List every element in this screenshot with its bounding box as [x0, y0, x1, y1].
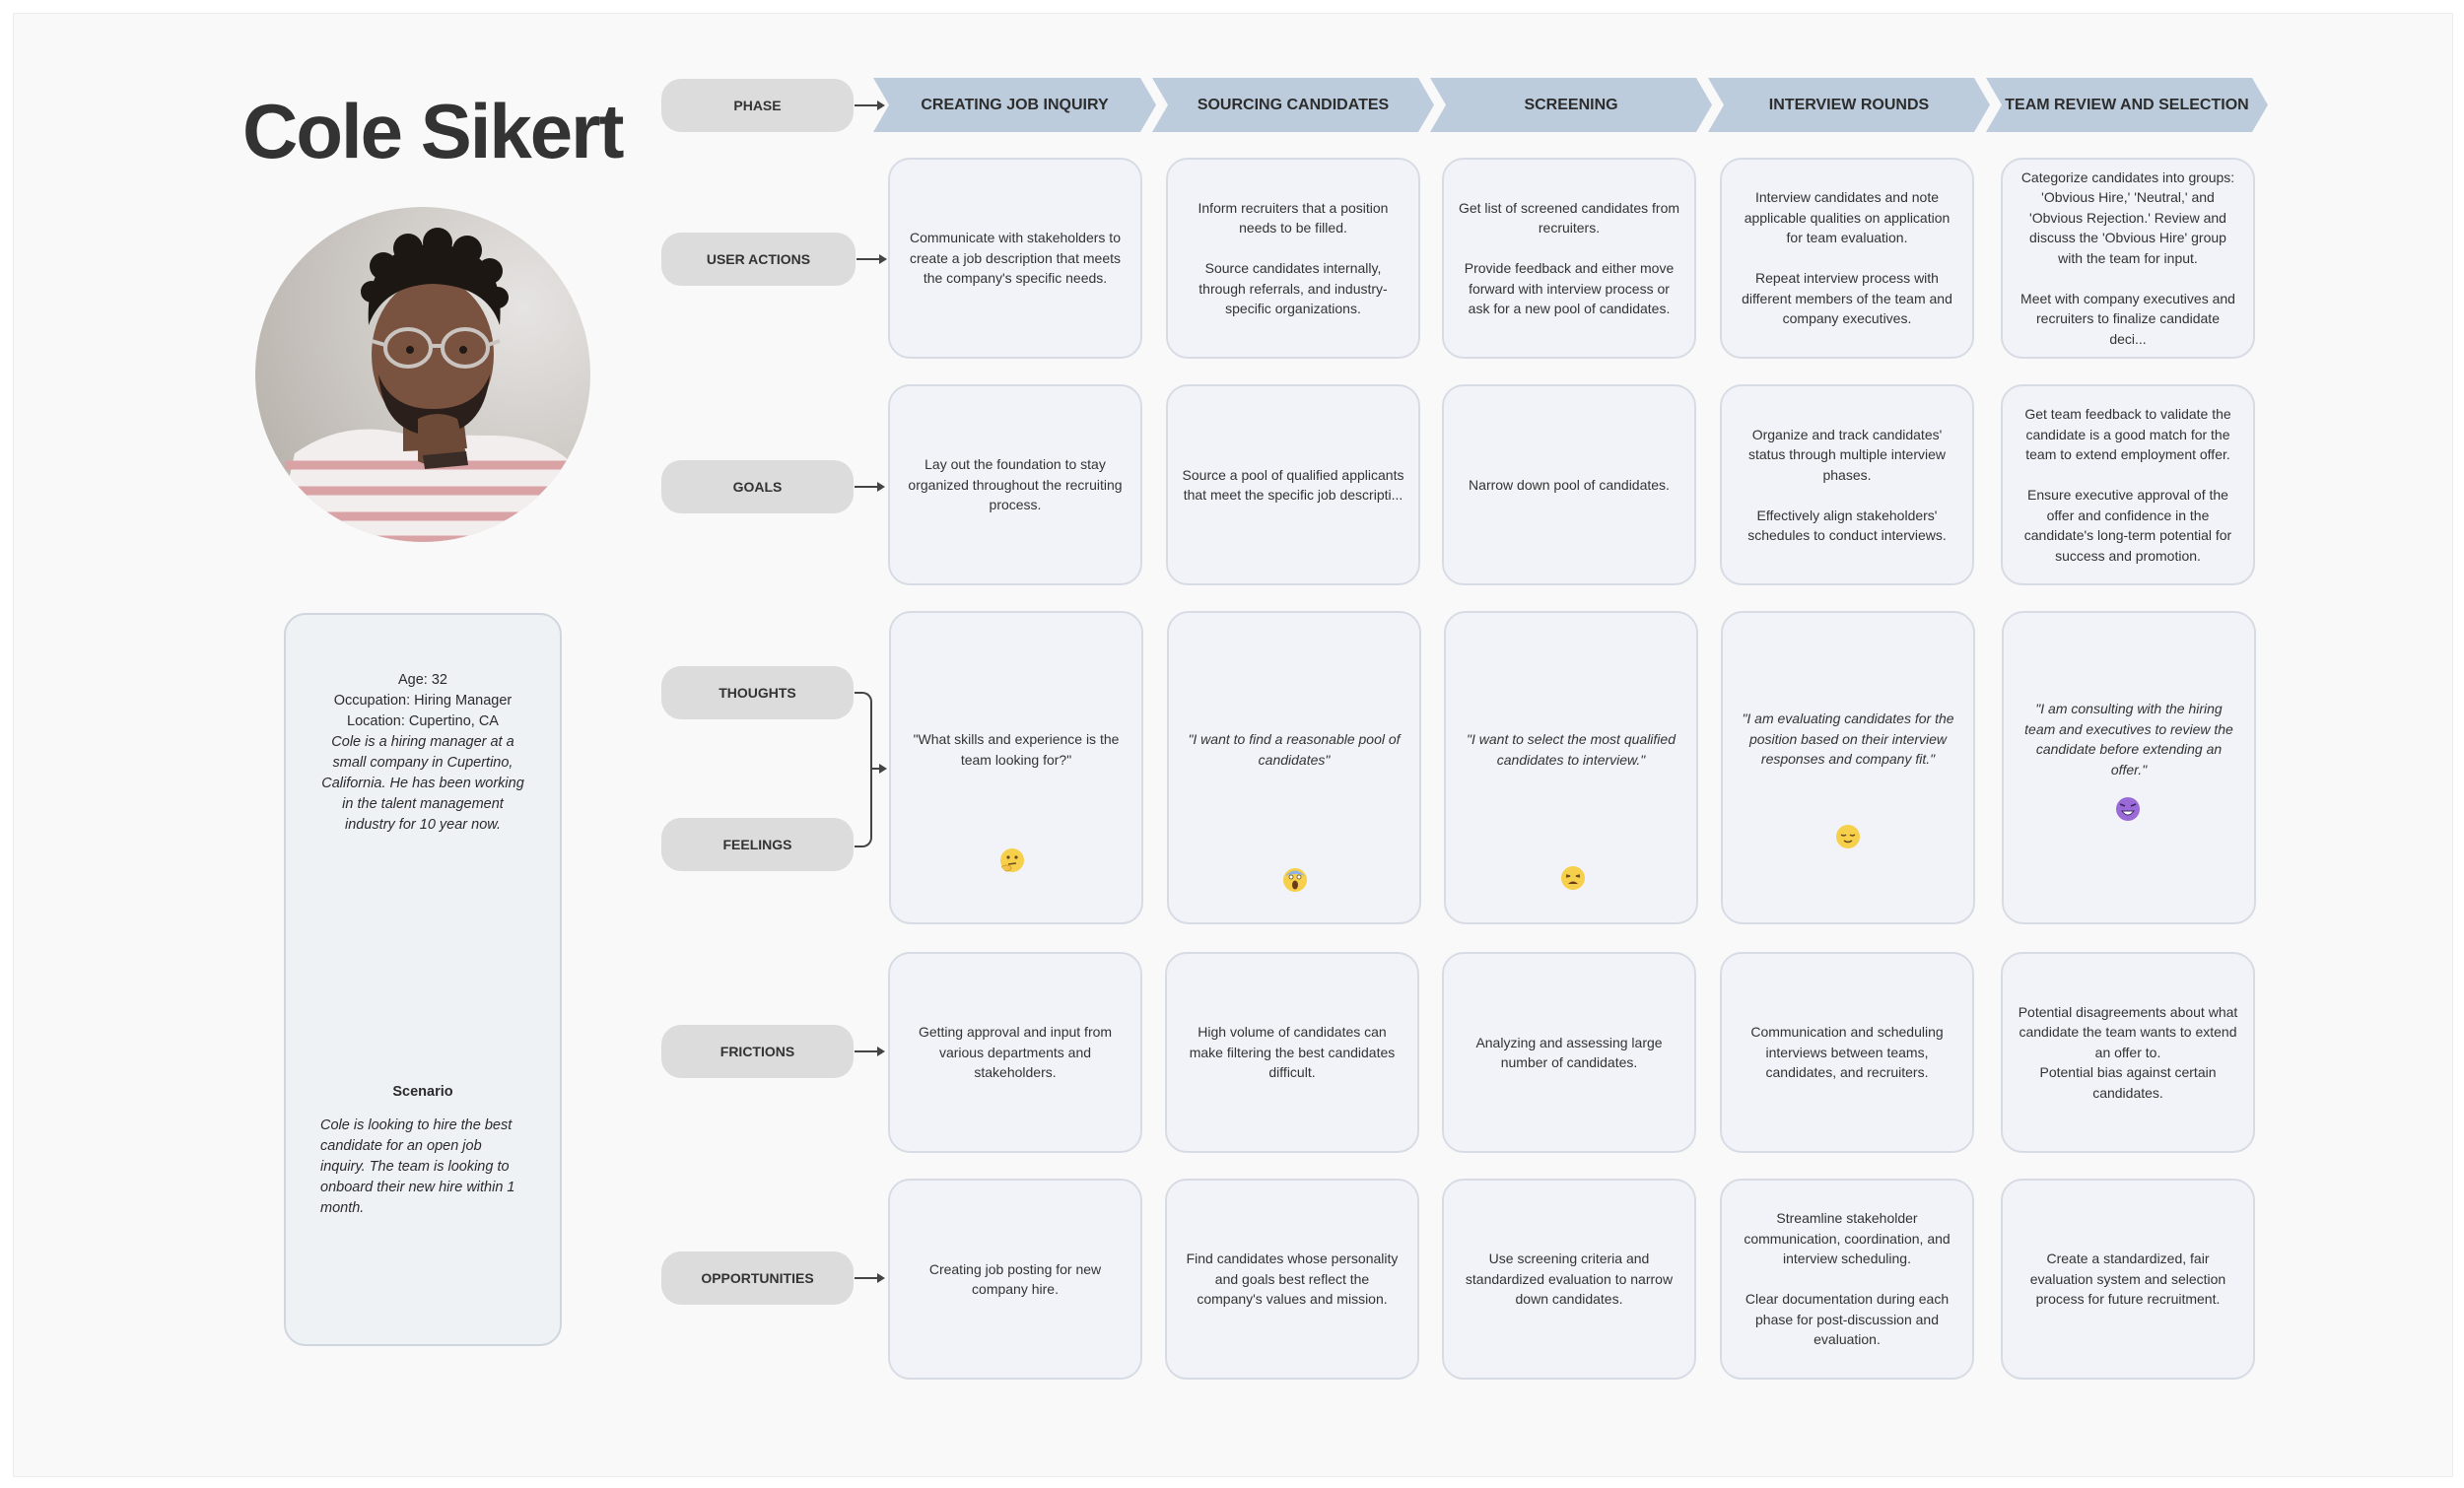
frictions-card-2: High volume of candidates can make filte… [1165, 952, 1419, 1153]
opportunities-card-2: Find candidates whose personality and go… [1165, 1179, 1419, 1380]
opportunities-card-5: Create a standardized, fair evaluation s… [2001, 1179, 2255, 1380]
phase-chevron-3: SCREENING [1430, 78, 1712, 132]
row-label-goals: GOALS [661, 460, 854, 513]
user-actions-card-2: Inform recruiters that a position needs … [1166, 158, 1420, 359]
frictions-card-4: Communication and scheduling interviews … [1720, 952, 1974, 1153]
row-label-thoughts: THOUGHTS [661, 666, 854, 719]
frictions-card-1: Getting approval and input from various … [888, 952, 1142, 1153]
thought-card-3: "I want to select the most qualified can… [1444, 611, 1698, 924]
persona-bio: Cole is a hiring manager at a small comp… [321, 734, 524, 833]
persona-name: Cole Sikert [242, 88, 624, 174]
goals-card-4: Organize and track candidates' status th… [1720, 384, 1974, 585]
user-actions-card-1: Communicate with stakeholders to create … [888, 158, 1142, 359]
scenario-text: Cole is looking to hire the best candida… [320, 1117, 515, 1216]
row-label-frictions: FRICTIONS [661, 1025, 854, 1078]
goals-card-2: Source a pool of qualified applicants th… [1166, 384, 1420, 585]
opportunities-card-1: Creating job posting for new company hir… [888, 1179, 1142, 1380]
persona-location: Location: Cupertino, CA [347, 713, 499, 729]
phase-chevron-5: TEAM REVIEW AND SELECTION [1986, 78, 2268, 132]
persona-age: Age: 32 [398, 672, 447, 688]
row-label-opportunities: OPPORTUNITIES [661, 1251, 854, 1305]
thought-card-2: "I want to find a reasonable pool of can… [1167, 611, 1421, 924]
thought-card-4: "I am evaluating candidates for the posi… [1721, 611, 1975, 924]
opportunities-card-4: Streamline stakeholder communication, co… [1720, 1179, 1974, 1380]
phase-chevron-4: INTERVIEW ROUNDS [1708, 78, 1990, 132]
phase-chevron-1: CREATING JOB INQUIRY [873, 78, 1156, 132]
frictions-card-5: Potential disagreements about what candi… [2001, 952, 2255, 1153]
row-label-phase: PHASE [661, 79, 854, 132]
persona-profile-card: Age: 32 Occupation: Hiring Manager Locat… [284, 613, 562, 1346]
phase-chevron-2: SOURCING CANDIDATES [1152, 78, 1434, 132]
thinking-face-icon [1000, 848, 1024, 872]
tired-face-icon [1561, 866, 1585, 890]
goals-card-1: Lay out the foundation to stay organized… [888, 384, 1142, 585]
persona-avatar [255, 207, 590, 542]
screaming-face-icon [1283, 868, 1307, 892]
row-label-user-actions: USER ACTIONS [661, 233, 856, 286]
user-actions-card-4: Interview candidates and note applicable… [1720, 158, 1974, 359]
relieved-face-icon [1836, 825, 1860, 848]
frictions-card-3: Analyzing and assessing large number of … [1442, 952, 1696, 1153]
persona-occupation: Occupation: Hiring Manager [333, 693, 513, 709]
grinning-purple-face-icon [2116, 797, 2140, 821]
user-actions-card-5: Categorize candidates into groups: 'Obvi… [2001, 158, 2255, 359]
row-label-feelings: FEELINGS [661, 818, 854, 871]
user-actions-card-3: Get list of screened candidates from rec… [1442, 158, 1696, 359]
goals-card-5: Get team feedback to validate the candid… [2001, 384, 2255, 585]
thought-card-5: "I am consulting with the hiring team an… [2002, 611, 2256, 924]
scenario-title: Scenario [392, 1084, 453, 1100]
opportunities-card-3: Use screening criteria and standardized … [1442, 1179, 1696, 1380]
goals-card-3: Narrow down pool of candidates. [1442, 384, 1696, 585]
thought-card-1: "What skills and experience is the team … [889, 611, 1143, 924]
